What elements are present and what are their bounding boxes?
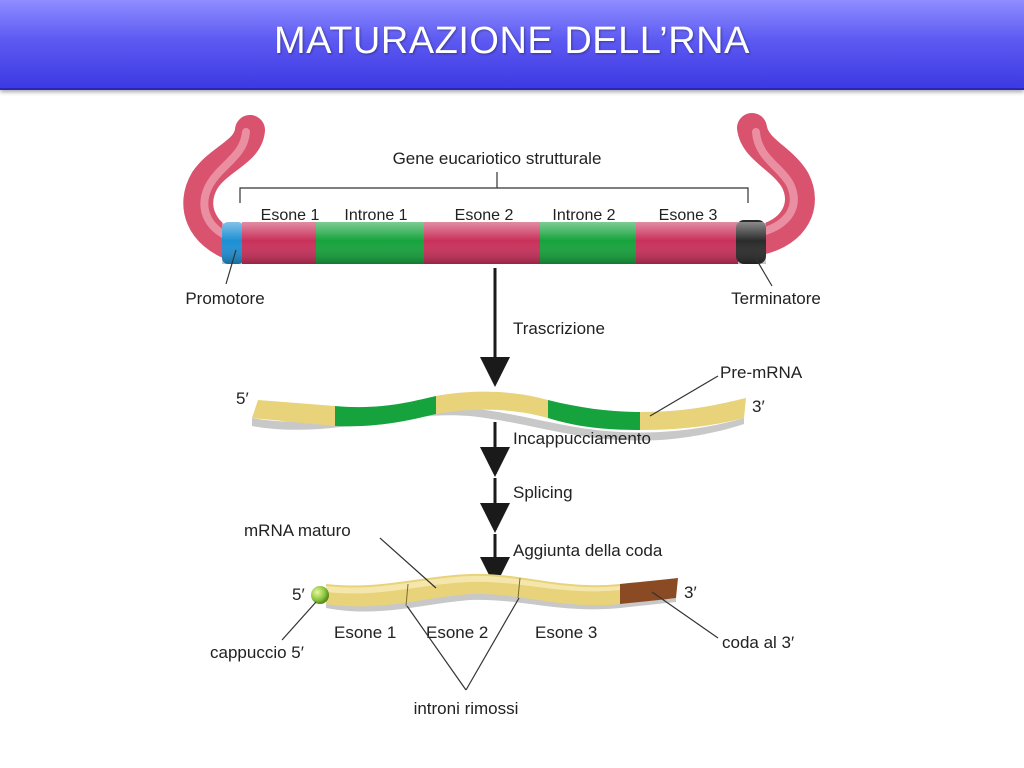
pre-mrna-intron1 bbox=[335, 396, 436, 427]
mature-mrna-highlight bbox=[326, 575, 620, 594]
pre-mrna-pointer bbox=[649, 375, 719, 417]
pre-mrna-3prime: 3′ bbox=[752, 397, 765, 416]
tailing-label: Aggiunta della coda bbox=[513, 541, 663, 560]
mature-mrna-body bbox=[326, 573, 620, 607]
cap-label: cappuccio 5′ bbox=[210, 643, 304, 662]
gene-intron1-label: Introne 1 bbox=[344, 207, 407, 224]
mature-exon2-label: Esone 2 bbox=[426, 623, 488, 642]
splicing-label: Splicing bbox=[513, 483, 573, 502]
gene-exon2-label: Esone 2 bbox=[455, 207, 514, 224]
exon-junction-1 bbox=[405, 583, 409, 607]
terminator-label: Terminatore bbox=[731, 289, 821, 308]
introns-removed-label: introni rimossi bbox=[414, 699, 519, 718]
gene-label: Gene eucariotico strutturale bbox=[393, 149, 602, 168]
mature-mrna-pointer bbox=[379, 537, 437, 589]
slide-title: MATURAZIONE DELL’RNA bbox=[274, 20, 750, 62]
transcription-label: Trascrizione bbox=[513, 319, 605, 338]
title-bar: MATURAZIONE DELL’RNA bbox=[0, 0, 1024, 90]
gene-exon3-label: Esone 3 bbox=[659, 207, 718, 224]
dna-gene bbox=[183, 113, 815, 264]
exon-junction-2 bbox=[517, 577, 521, 599]
cap-5prime-ball bbox=[311, 586, 329, 604]
pre-mrna-5prime: 5′ bbox=[236, 389, 249, 408]
mature-mrna-label: mRNA maturo bbox=[244, 521, 351, 540]
dna-tube-shading bbox=[222, 222, 766, 264]
pre-mrna-intron2 bbox=[548, 400, 640, 430]
terminator-pointer bbox=[751, 251, 773, 287]
pre-mrna-label: Pre-mRNA bbox=[720, 363, 803, 382]
mature-mrna-shadow bbox=[326, 591, 676, 612]
mature-exon1-label: Esone 1 bbox=[334, 623, 396, 642]
gene-intron2-label: Introne 2 bbox=[552, 207, 615, 224]
tail-label: coda al 3′ bbox=[722, 633, 794, 652]
gene-exon1-label: Esone 1 bbox=[261, 207, 320, 224]
pre-mrna-exon2 bbox=[436, 391, 548, 418]
pre-mrna-exon1 bbox=[252, 400, 335, 426]
poly-a-tail bbox=[620, 578, 678, 604]
pre-mrna-strand bbox=[252, 391, 746, 441]
mature-exon3-label: Esone 3 bbox=[535, 623, 597, 642]
pre-mrna-exon3 bbox=[640, 398, 746, 430]
dna-right-end-highlight bbox=[752, 128, 798, 236]
cap-pointer bbox=[281, 601, 317, 641]
dna-left-end-highlight bbox=[200, 128, 250, 242]
mature-mrna-strand bbox=[311, 573, 678, 612]
capping-label: Incappucciamento bbox=[513, 429, 651, 448]
intron-removed-pointer-2 bbox=[465, 597, 520, 691]
promoter-label: Promotore bbox=[185, 289, 264, 308]
mature-5prime: 5′ bbox=[292, 585, 305, 604]
promoter-pointer bbox=[225, 249, 237, 285]
tail-pointer bbox=[651, 591, 719, 639]
intron-removed-pointer-1 bbox=[406, 605, 467, 691]
gene-bracket bbox=[239, 172, 749, 203]
mature-3prime: 3′ bbox=[684, 583, 697, 602]
